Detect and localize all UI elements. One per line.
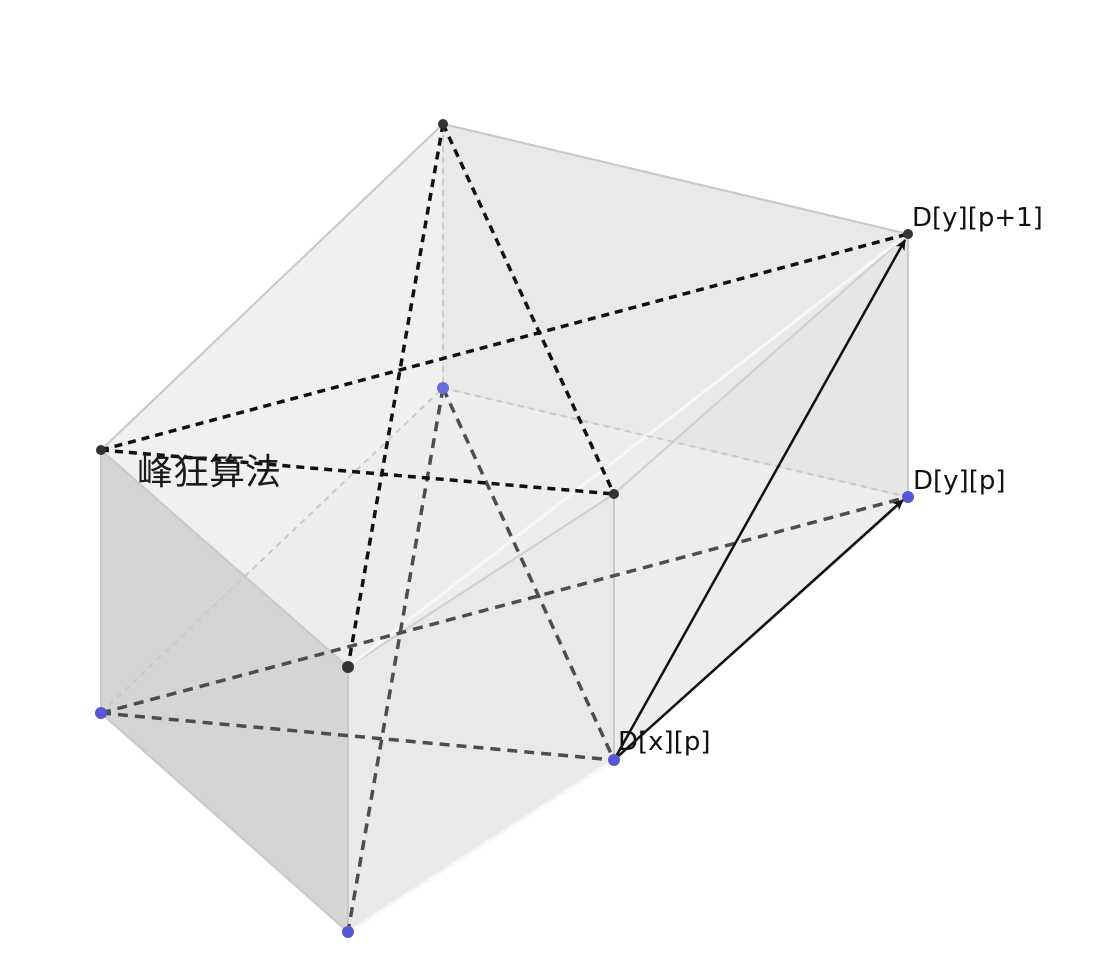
vertex-bottom-front [342, 926, 354, 938]
vertex-bottom-left [95, 707, 107, 719]
vertex-top-mid [609, 489, 619, 499]
vector-dxp-to-dyp [613, 499, 904, 761]
top-diagonal-4 [346, 123, 445, 668]
bottom-diagonal-2 [100, 711, 615, 762]
vertex-top-front [342, 661, 354, 673]
label-dxp: D[x][p] [618, 727, 711, 757]
prism-faces [99, 122, 911, 935]
vertex-dyp1 [903, 229, 913, 239]
label-dyp1: D[y][p+1] [912, 203, 1043, 233]
vertices [95, 119, 914, 938]
prism-edges [100, 123, 909, 934]
label-dyp: D[y][p] [913, 466, 1006, 496]
bottom-diagonal-3 [441, 387, 616, 761]
vertex-dxp [608, 754, 620, 766]
caption-text: 峰狂算法 [137, 452, 281, 493]
vertex-top-left [96, 445, 106, 455]
vertex-dyp [902, 491, 914, 503]
top-diagonal-2 [100, 448, 615, 496]
top-diagonals [100, 123, 909, 668]
vertex-top-back [438, 119, 448, 129]
bottom-diagonal-1 [100, 495, 909, 715]
vectors [612, 239, 907, 761]
vector-dxp-to-dyp1 [612, 239, 907, 761]
vertex-bottom-back [437, 382, 449, 394]
top-diagonal-3 [441, 123, 616, 495]
